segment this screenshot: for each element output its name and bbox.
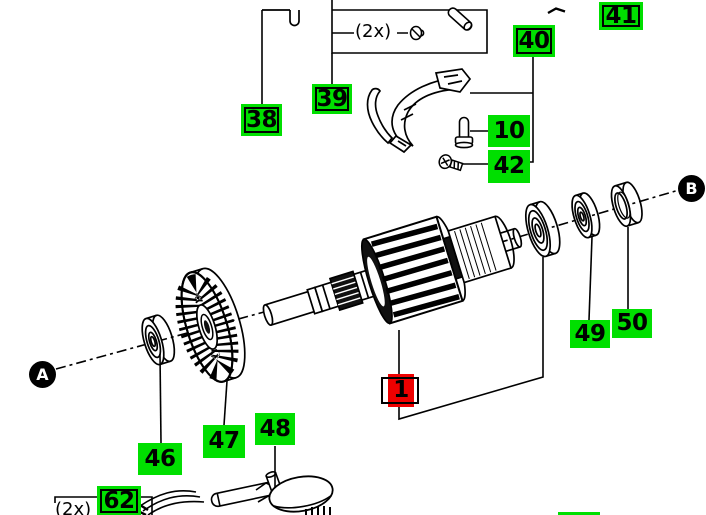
- part-label-47[interactable]: 47: [203, 425, 245, 458]
- quantity-annotation: (2x): [355, 21, 392, 42]
- retaining-clip-drawing: [262, 9, 300, 27]
- part-label-50[interactable]: 50: [612, 309, 652, 338]
- armature-drawing: [262, 215, 523, 326]
- leader-46: [159, 353, 162, 444]
- leader-62-bracket: [54, 496, 153, 515]
- hardware-group-39-bracket: [331, 0, 488, 54]
- leader-1: [398, 257, 544, 421]
- part-label-42[interactable]: 42: [488, 150, 530, 183]
- part-label-38[interactable]: 38: [244, 106, 279, 133]
- leader-40-42: [470, 57, 534, 163]
- fan-wheel-47-drawing: [175, 267, 246, 383]
- part-label-cutoff: [558, 512, 600, 515]
- part-label-49[interactable]: 49: [570, 320, 610, 348]
- leader-47: [223, 380, 228, 426]
- bearing-46-drawing: [141, 314, 176, 366]
- bearing-49-drawing: [571, 192, 601, 239]
- bearing-large-drawing: [524, 200, 561, 258]
- part-label-1[interactable]: 1: [388, 374, 414, 407]
- part-label-41[interactable]: 41: [602, 4, 640, 27]
- part-label-39[interactable]: 39: [315, 85, 349, 112]
- part-label-48[interactable]: 48: [255, 413, 295, 445]
- stator-assembly-drawing: [139, 471, 334, 515]
- part-label-10[interactable]: 10: [488, 115, 530, 147]
- brush-holder-drawing: [366, 68, 472, 154]
- ring-50-drawing: [610, 181, 643, 228]
- cutoff-part-mark: [547, 7, 566, 15]
- armature-slots: [370, 223, 460, 318]
- screw-2x-drawing: [409, 25, 425, 41]
- leader-49: [588, 236, 593, 321]
- leader-lines: [54, 10, 629, 515]
- quantity-annotation: (2x): [55, 499, 92, 515]
- axis-marker-b: B: [678, 175, 705, 202]
- pin-10-drawing: [454, 116, 474, 149]
- part-label-40[interactable]: 40: [516, 28, 552, 54]
- part-label-46[interactable]: 46: [138, 443, 182, 475]
- axis-marker-a: A: [29, 361, 56, 388]
- screw-42-drawing: [438, 154, 464, 172]
- pin-39-drawing: [447, 7, 473, 31]
- part-label-62[interactable]: 62: [100, 489, 138, 513]
